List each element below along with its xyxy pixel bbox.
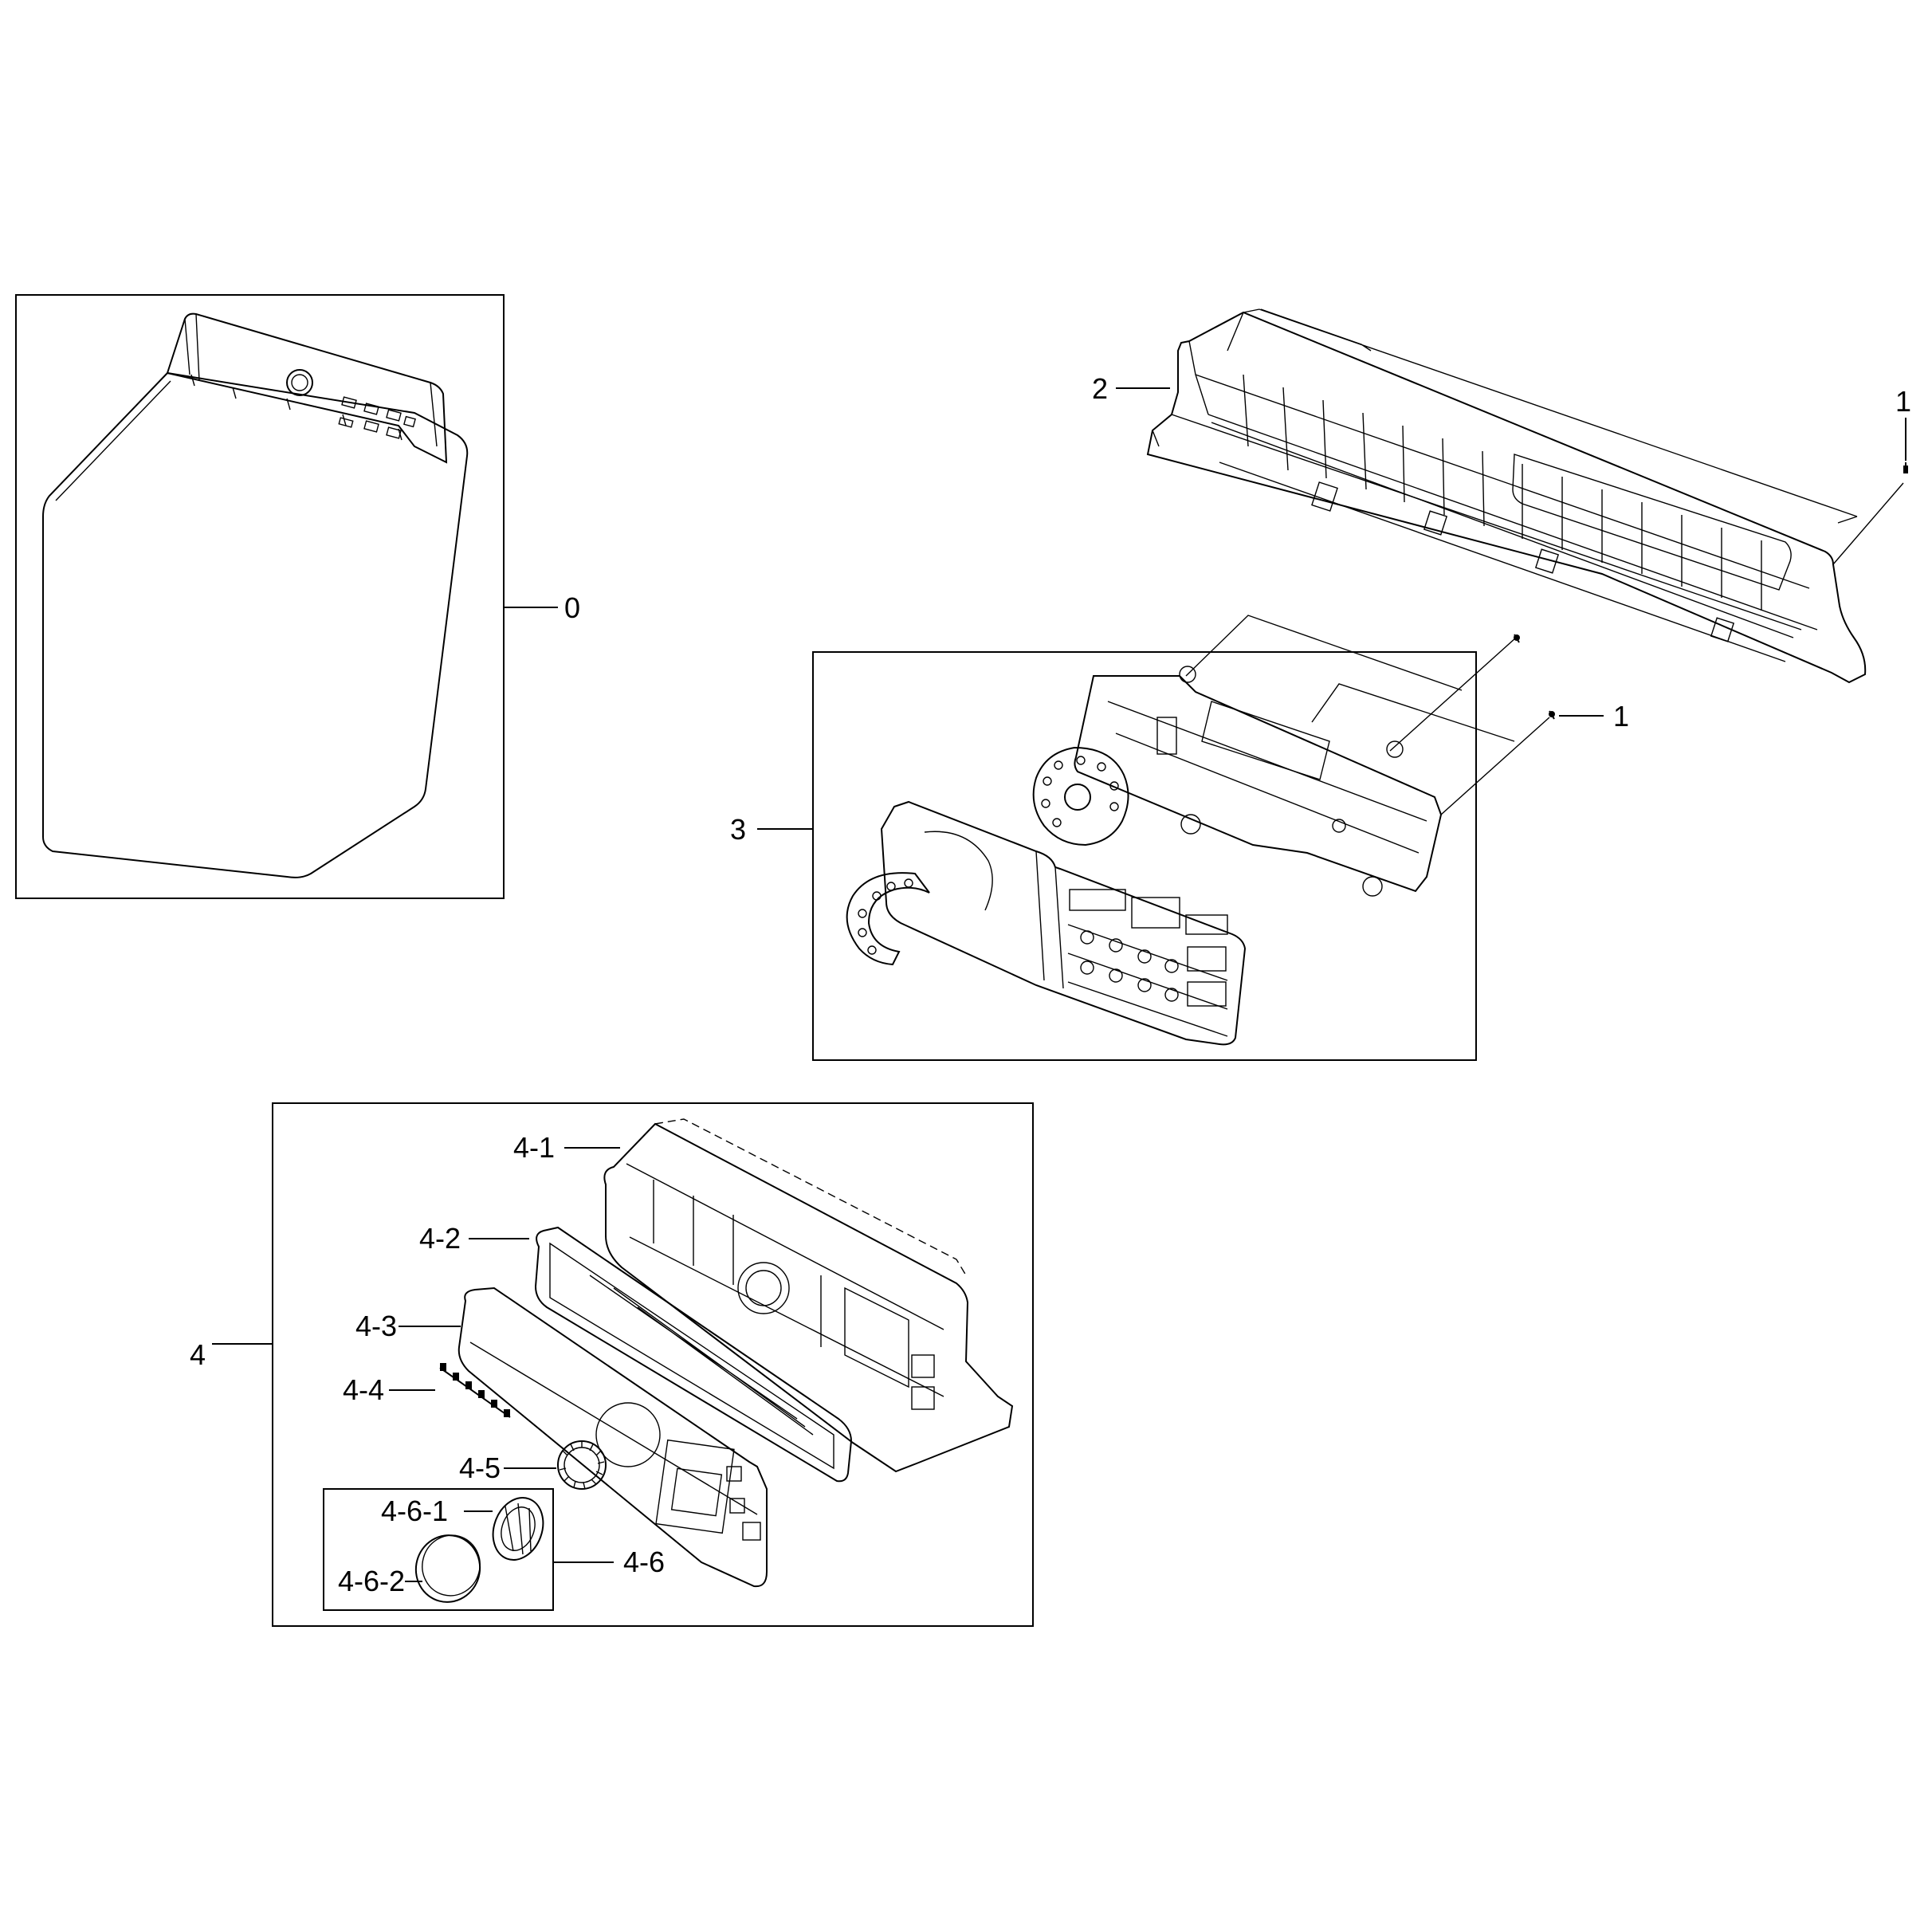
assembly-3-frame [812,651,1477,1061]
callout-4-6-1: 4-6-1 [381,1495,448,1527]
callout-4: 4 [190,1338,206,1371]
washer-control-panel [166,312,448,464]
part-4-3-front-panel [457,1286,768,1588]
assembly-4-front-panel: 4-1 4-2 4-3 4-4 [190,1102,1034,1627]
callout-4-4: 4-4 [343,1373,384,1406]
callout-4-6: 4-6 [623,1546,665,1578]
assembly-0-frame [15,294,505,899]
pcb-dial-gear [1032,746,1129,847]
callout-4-6-2: 4-6-2 [338,1565,405,1597]
panel-frame-guide-lines [1243,308,1858,524]
part-4-6-1-knob-dial [492,1497,544,1561]
part-4-6-2-knob-cap [414,1534,481,1603]
part-4-2-gasket-frame [534,1226,853,1483]
callout-1-top: 1 [1895,385,1911,418]
assembly-3-pcb: 1 3 [730,615,1629,1061]
callout-1-pcb: 1 [1613,700,1629,733]
assembly-0-washer: 0 [15,294,580,899]
assembly-4-6-frame [323,1488,554,1611]
washer-cabinet [42,371,469,878]
part-4-5-knob-ring [557,1440,607,1490]
screw-1-pcb [1549,710,1555,720]
screw-1-top [1903,462,1908,473]
button-housing [880,800,1247,1046]
pcb-board [1074,675,1443,893]
callout-0: 0 [564,591,580,624]
part-4-1-panel-shell [603,1122,1014,1473]
callout-4-2: 4-2 [419,1222,461,1255]
callout-3: 3 [730,813,746,846]
screw-3-a [1514,634,1520,643]
callout-4-1: 4-1 [513,1131,555,1164]
callout-2: 2 [1092,372,1108,405]
part-4-4-badge [439,1363,511,1418]
part-2-panel-frame: 1 2 [1092,308,1911,684]
assembly-4-frame [272,1102,1034,1627]
dial-ring [846,872,930,966]
callout-4-3: 4-3 [355,1310,397,1342]
callout-4-5: 4-5 [459,1451,501,1484]
panel-frame-body [1146,311,1867,684]
